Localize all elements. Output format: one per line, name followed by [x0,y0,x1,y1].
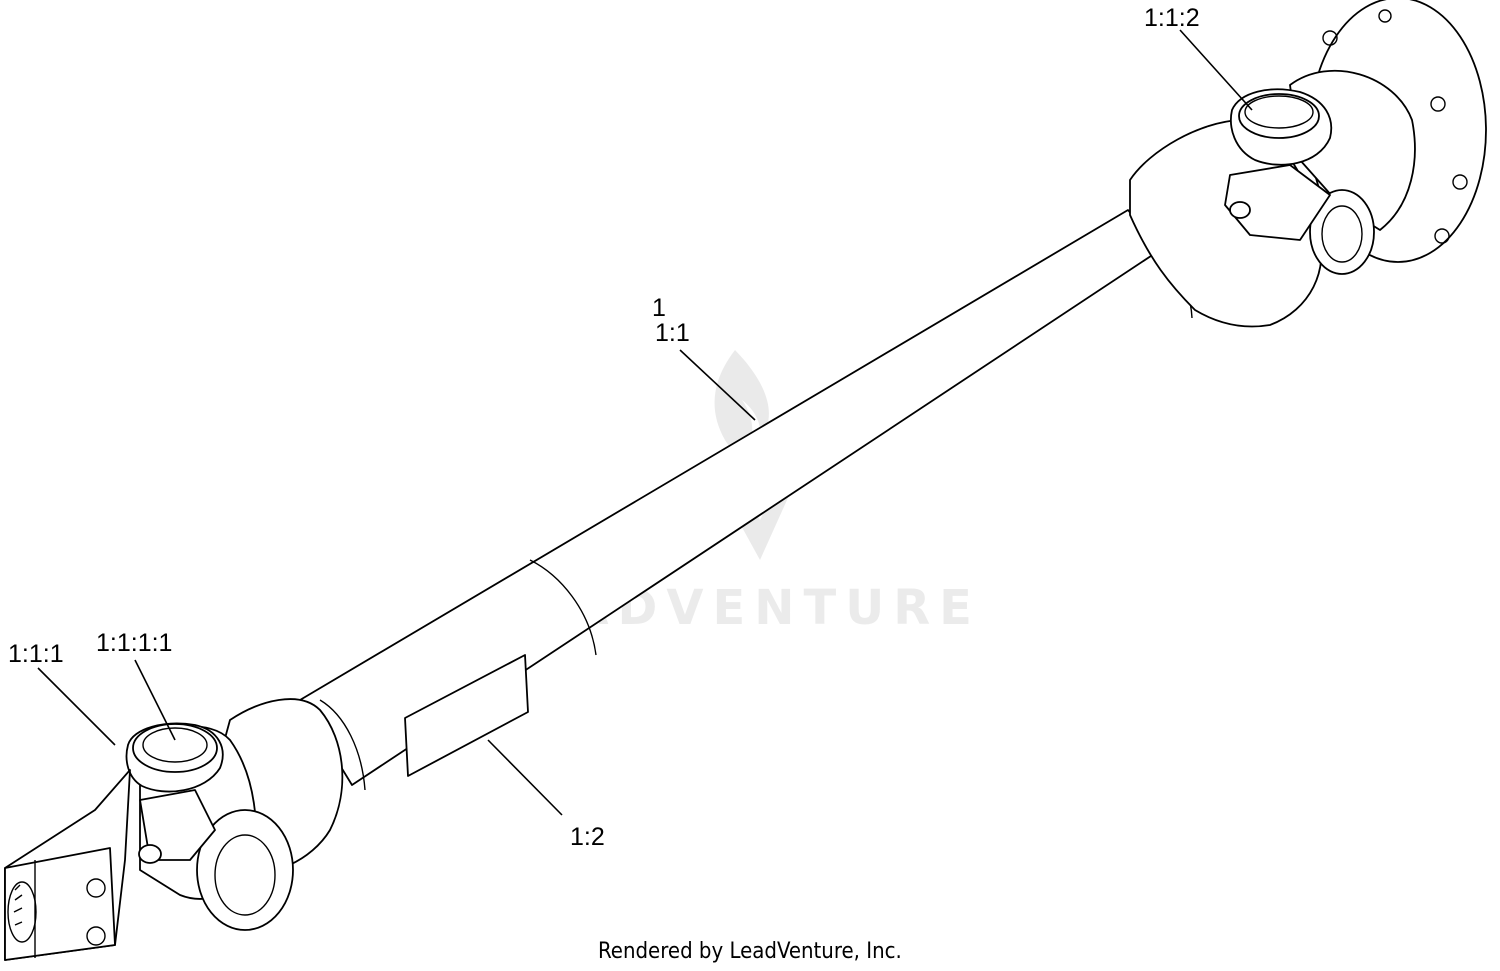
leader-1-1-1-1 [134,659,176,741]
label-plate [404,654,529,777]
leader-1-2 [487,739,563,816]
callout-1-1[interactable]: 1:1 [655,319,690,347]
footer-credit: Rendered by LeadVenture, Inc. [598,939,902,964]
callout-1-1-1-1[interactable]: 1:1:1:1 [96,629,172,657]
callout-1-2[interactable]: 1:2 [570,823,605,851]
callout-1-1-1[interactable]: 1:1:1 [8,640,64,668]
leader-1-1-2 [1179,29,1253,111]
leader-1-1 [679,349,756,421]
leader-lines [37,29,1253,816]
callout-1-1-2[interactable]: 1:1:2 [1144,4,1200,32]
right-universal-joint [1129,0,1487,328]
leader-1-1-1 [37,667,116,746]
callout-1[interactable]: 1 [652,294,666,322]
left-universal-joint [4,698,344,961]
callout-labels: 1 1:1 1:1:2 1:1:1 1:1:1:1 1:2 [8,4,1200,851]
